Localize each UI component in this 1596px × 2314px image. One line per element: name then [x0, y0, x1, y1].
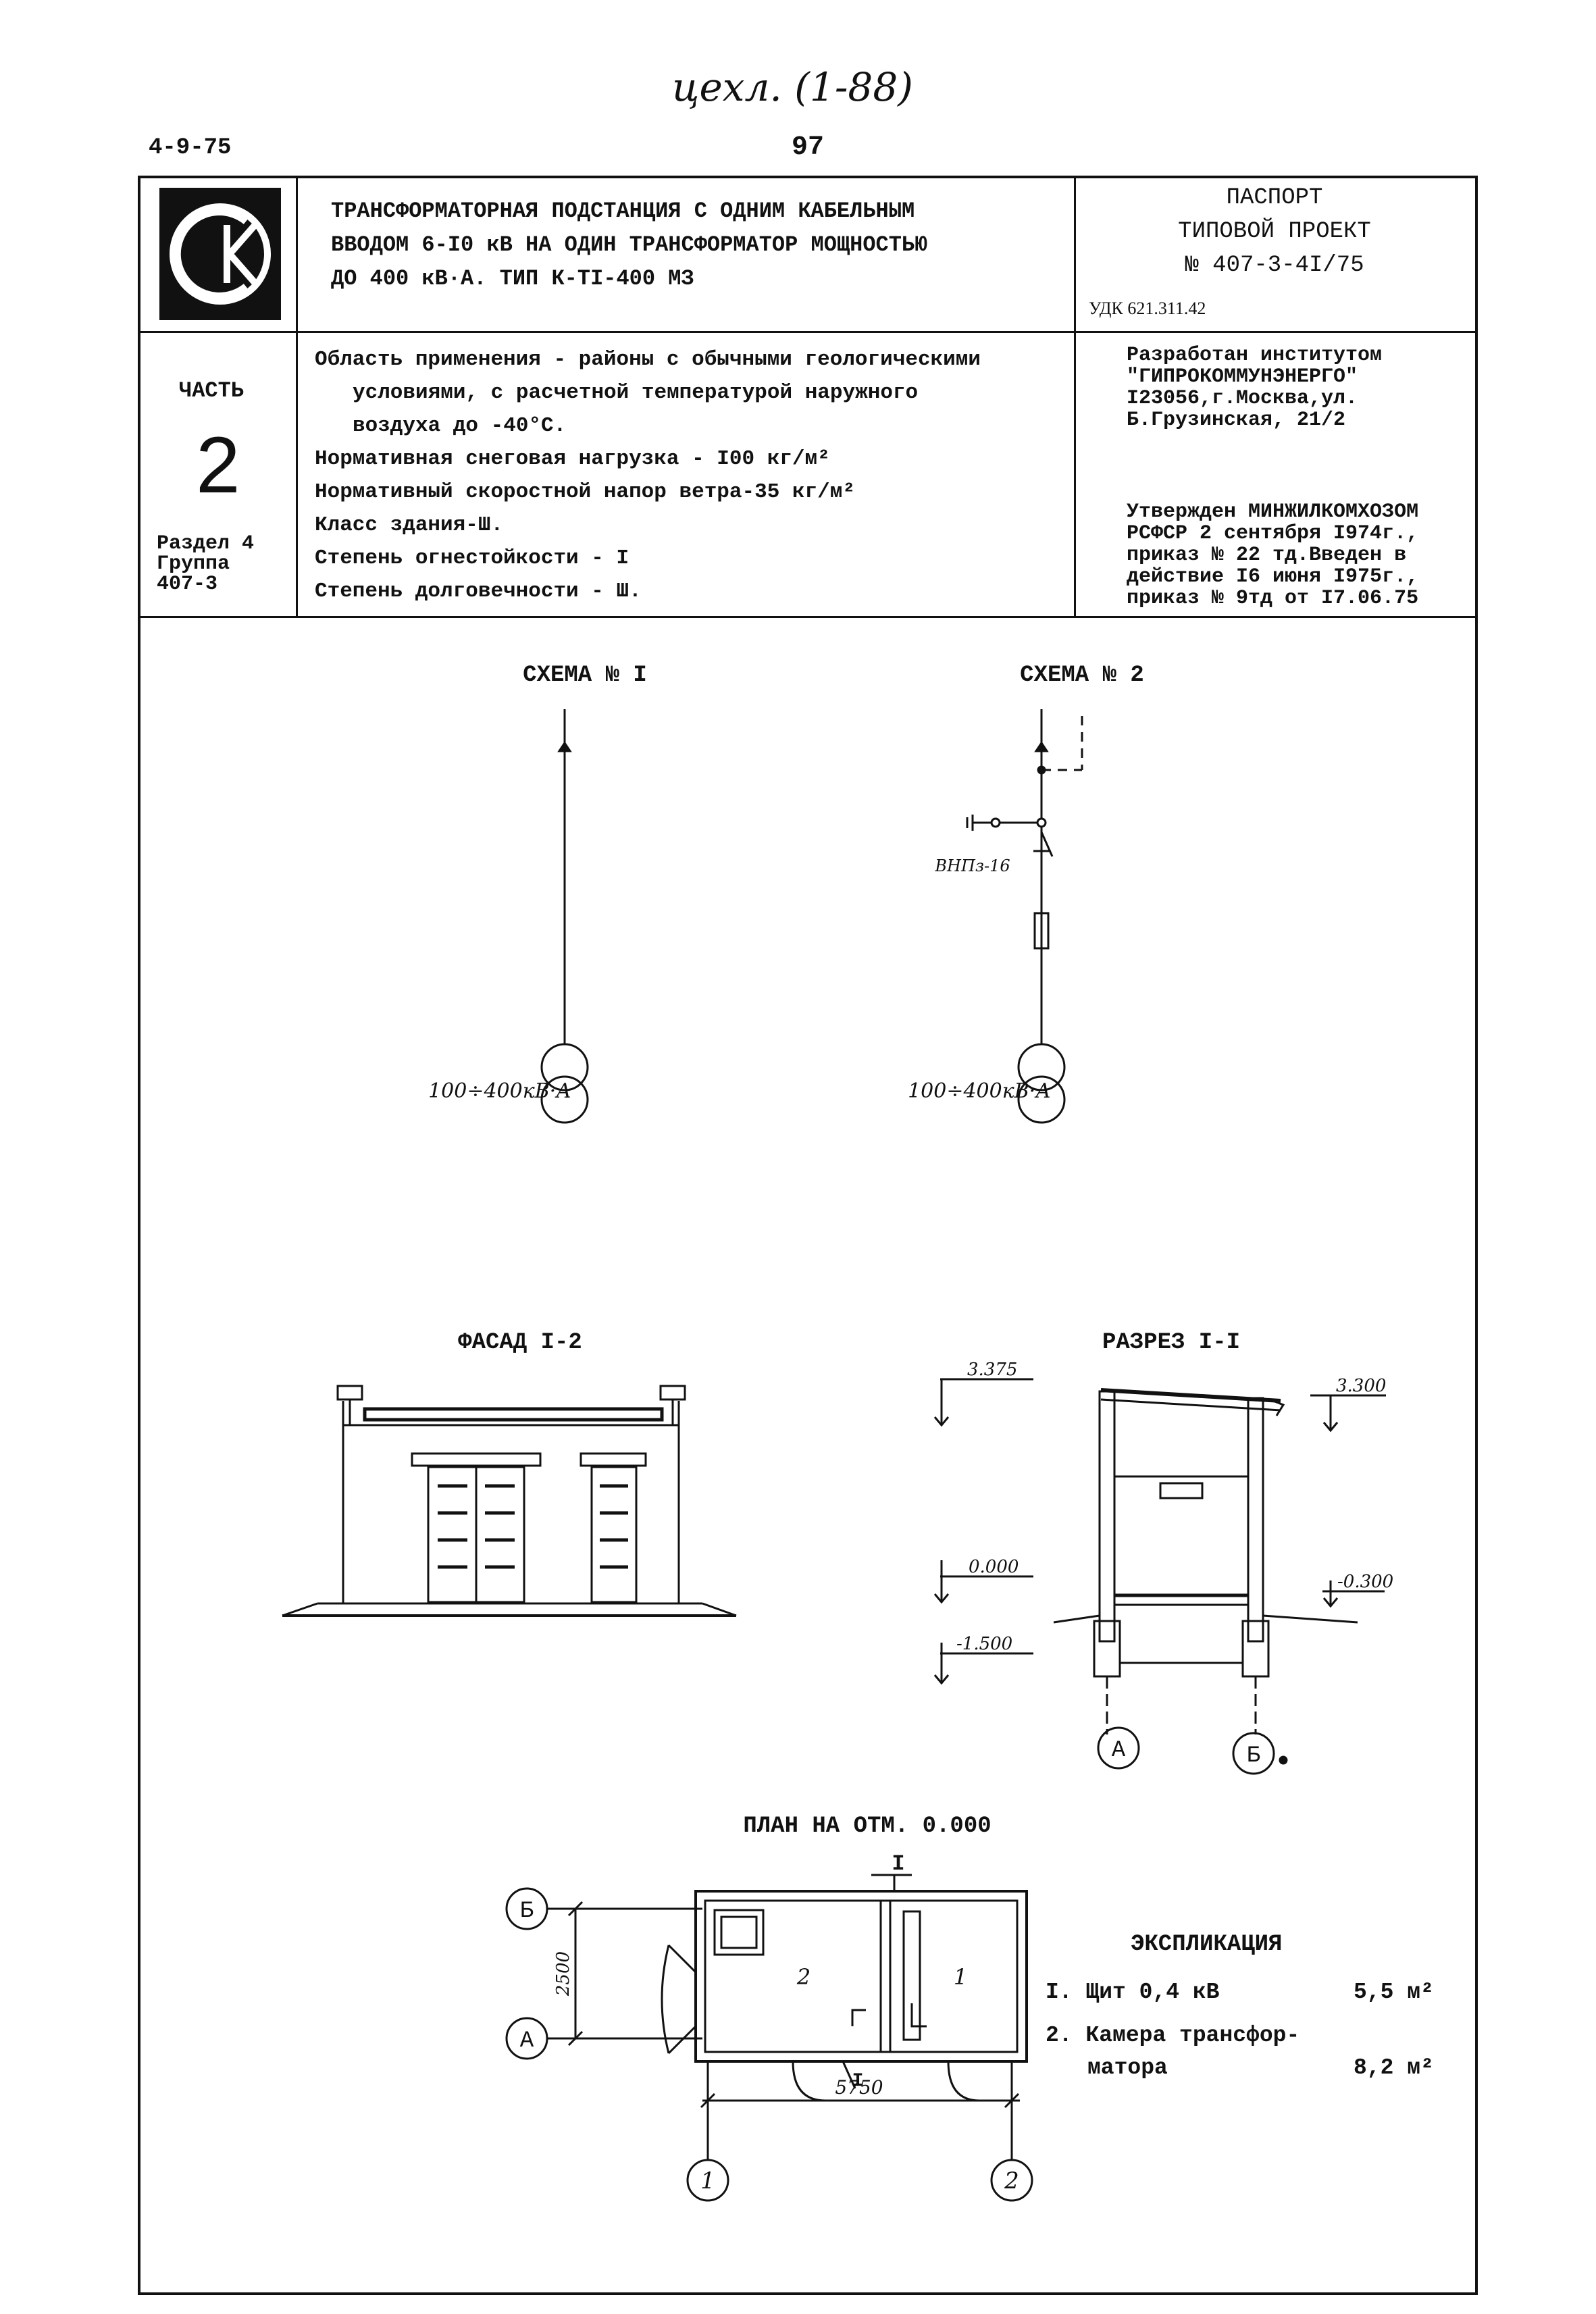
udk-code: УДК 621.311.42: [1089, 299, 1206, 318]
passport-label: ПАСПОРТ: [1226, 185, 1323, 211]
explication-item: 2. Камера трансфор- матора: [1046, 2020, 1299, 2084]
application-line: воздуха до -40°С.: [353, 414, 567, 438]
info-divider: [138, 616, 1478, 618]
approval-line: Утвержден МИНЖИЛКОМХОЗОМ: [1127, 500, 1419, 523]
plan-axis-2: 2: [1004, 2167, 1019, 2194]
explication-item: I. Щит 0,4 кВ: [1046, 1976, 1219, 2009]
approval-line: РСФСР 2 сентября I974г.,: [1127, 522, 1419, 545]
explication-title: ЭКСПЛИКАЦИЯ: [1131, 1932, 1283, 1957]
scheme-1-power-label: 100÷400кВ·А: [428, 1079, 571, 1103]
scheme-1-title: СХЕМА № I: [523, 663, 647, 688]
application-line: Степень огнестойкости - I: [315, 546, 629, 570]
section-drawing: [933, 1378, 1386, 1775]
title-line: ВВОДОМ 6-I0 кВ НА ОДИН ТРАНСФОРМАТОР МОЩ…: [331, 232, 928, 257]
section-title: РАЗРЕЗ I-I: [1102, 1330, 1240, 1356]
handwritten-note: цехл. (1-88): [672, 64, 913, 110]
passport-project-number: № 407-3-4I/75: [1185, 253, 1364, 278]
facade-drawing: [282, 1385, 737, 1617]
room-number-2: 2: [796, 1964, 810, 1990]
plan-dim-vertical: 2500: [553, 1951, 573, 1997]
plan-drawing: [505, 1874, 1033, 2202]
passport-project-type: ТИПОВОЙ ПРОЕКТ: [1178, 219, 1371, 245]
part-number: 2: [196, 421, 240, 510]
project-title: ТРАНСФОРМАТОРНАЯ ПОДСТАНЦИЯ С ОДНИМ КАБЕ…: [331, 195, 927, 296]
explication-item-number: 2.: [1046, 2023, 1073, 2048]
frame-right: [1475, 176, 1478, 2295]
logo-letters: СК: [220, 315, 221, 317]
developer-line: I23056,г.Москва,ул.: [1127, 387, 1358, 410]
application-line: Нормативная снеговая нагрузка - I00 кг/м…: [315, 447, 830, 471]
explication-item-area: 8,2 м²: [1354, 2055, 1434, 2080]
application-line: Область применения - районы с обычными г…: [315, 348, 981, 371]
application-text: Область применения - районы с обычными г…: [315, 343, 981, 608]
application-line: Нормативный скоростной напор ветра-35 кг…: [315, 480, 855, 504]
approval-line: приказ № 9тд от I7.06.75: [1127, 587, 1419, 610]
page-number: 97: [792, 132, 825, 163]
frame-left: [138, 176, 140, 2295]
scheme-2-power-label: 100÷400кВ·А: [908, 1079, 1051, 1103]
developer-line: Разработан институтом: [1127, 344, 1383, 367]
plan-axis-1: 1: [700, 2167, 715, 2194]
section-line: Группа: [157, 552, 230, 575]
plan-cut-mark-top: I: [892, 1851, 904, 1876]
section-group: Раздел 4 Группа 407-3: [157, 534, 254, 594]
col-divider-1: [296, 176, 298, 617]
level-3375: 3.375: [967, 1360, 1017, 1380]
application-line: Класс здания-Ш.: [315, 513, 504, 537]
level-3300: 3.300: [1336, 1376, 1386, 1396]
plan-axis-b: Б: [520, 1899, 534, 1924]
approval-line: действие I6 июня I975г.,: [1127, 565, 1419, 588]
section-line: 407-3: [157, 573, 218, 596]
logo-mark: СК: [170, 203, 271, 317]
passport-block: ПАСПОРТ ТИПОВОЙ ПРОЕКТ № 407-3-4I/75: [1074, 181, 1475, 282]
frame-bottom: [138, 2292, 1478, 2295]
plan-cut-mark-bottom: I: [852, 2071, 864, 2092]
explication-item-name: Щит 0,4 кВ: [1085, 1980, 1220, 2005]
developer-line: Б.Грузинская, 21/2: [1127, 409, 1346, 432]
room-number-1: 1: [954, 1964, 967, 1990]
logo: СК: [159, 188, 281, 320]
approval-line: приказ № 22 тд.Введен в: [1127, 544, 1407, 567]
facade-title: ФАСАД I-2: [458, 1330, 582, 1356]
scheme-1-diagram: [540, 709, 589, 1124]
plan-title: ПЛАН НА ОТМ. 0.000: [743, 1814, 991, 1839]
plan-axis-a: А: [520, 2028, 534, 2054]
level-0000: 0.000: [969, 1557, 1019, 1577]
developer-info: Разработан институтом "ГИПРОКОММУНЭНЕРГО…: [1127, 344, 1382, 431]
approval-info: Утвержден МИНЖИЛКОМХОЗОМ РСФСР 2 сентябр…: [1127, 501, 1418, 609]
col-divider-2: [1074, 176, 1076, 617]
scheme-2-switch-label: ВНПз-16: [934, 856, 1010, 875]
title-line: ТРАНСФОРМАТОРНАЯ ПОДСТАНЦИЯ С ОДНИМ КАБЕ…: [331, 199, 915, 224]
explication-item-number: I.: [1046, 1980, 1073, 2005]
scheme-2-diagram: [966, 709, 1083, 1124]
explication-item-area: 5,5 м²: [1354, 1980, 1434, 2005]
section-axis-b: Б: [1247, 1743, 1260, 1769]
section-line: Раздел 4: [157, 532, 255, 555]
plan-dim-horizontal: 5750: [835, 2076, 883, 2099]
explication-item-name-cont: матора: [1087, 2055, 1168, 2080]
scheme-2-title: СХЕМА № 2: [1020, 663, 1144, 688]
application-line: Степень долговечности - Ш.: [315, 580, 642, 603]
explication-item-name: Камера трансфор-: [1085, 2023, 1300, 2048]
application-line: условиями, с расчетной температурой нару…: [353, 381, 919, 405]
frame-top: [138, 176, 1478, 178]
header-divider: [138, 331, 1478, 333]
document-code: 4-9-75: [149, 135, 232, 161]
title-line: ДО 400 кВ·А. ТИП К-ТI-400 МЗ: [331, 266, 694, 291]
part-label: ЧАСТЬ: [179, 378, 244, 403]
developer-line: "ГИПРОКОММУНЭНЕРГО": [1127, 365, 1358, 388]
level-minus-0300: -0.300: [1337, 1572, 1393, 1592]
level-minus-1500: -1.500: [956, 1634, 1012, 1654]
section-axis-a: А: [1112, 1738, 1126, 1764]
